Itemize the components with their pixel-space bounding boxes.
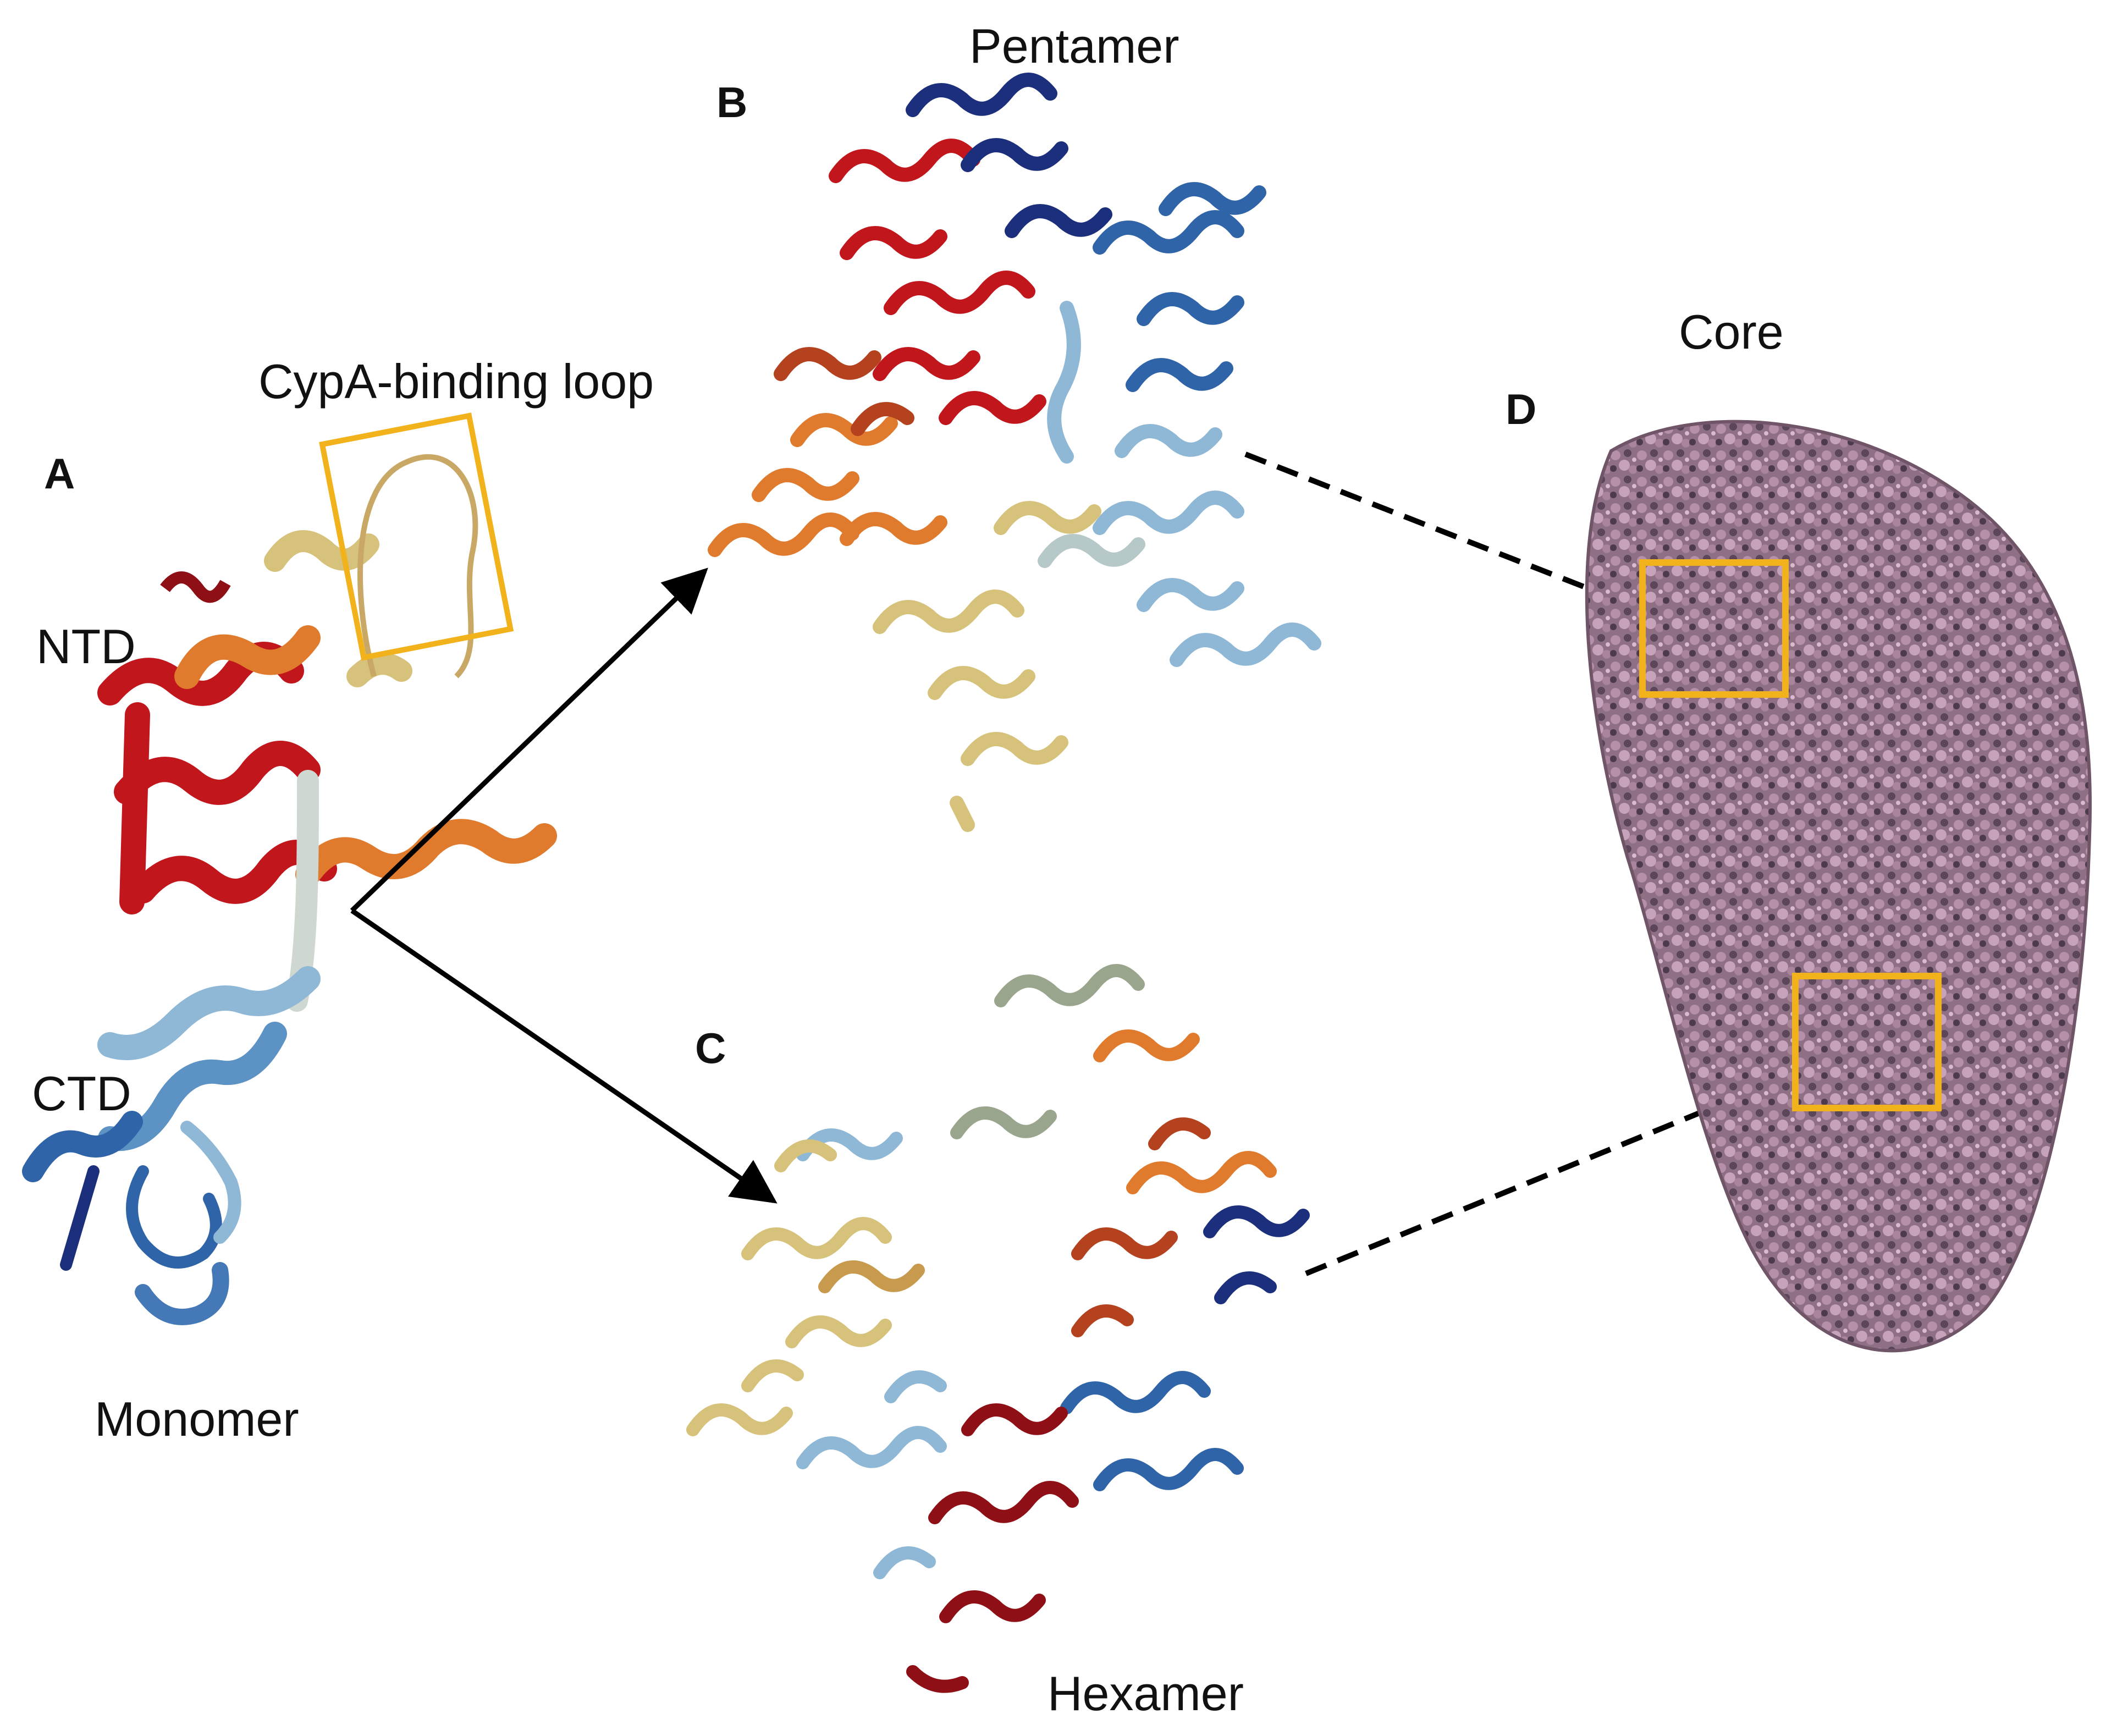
hexamer-subunit-brick: [1071, 1117, 1211, 1337]
pentamer-subunit-blue: [1093, 182, 1266, 392]
arrow-to-hexamer: [350, 908, 778, 1204]
ctd-label: CTD: [32, 1066, 131, 1121]
pentamer-subunit-orange: [708, 413, 947, 557]
ntd-tan-helices: [264, 530, 412, 687]
capsid-core: [1585, 420, 2092, 1353]
core-pentamer-highlight-box: [1639, 559, 1789, 698]
pentamer-structure: [708, 73, 1321, 832]
core-hexamer-highlight-box: [1792, 973, 1942, 1111]
hexamer-subunit-navy: [1203, 1205, 1310, 1304]
hexamer-subunit-grey-green: [950, 964, 1145, 1139]
panel-b-letter: B: [716, 78, 748, 126]
pentamer-subunit-tan: [873, 501, 1101, 832]
hexamer-subunit-orange: [1093, 1029, 1277, 1194]
ntd-tip-helix: [160, 571, 231, 603]
hexamer-subunit-dark-red: [906, 1403, 1079, 1693]
assembly-arrows: [350, 567, 778, 1204]
hexamer-structure: [686, 964, 1310, 1693]
ntd-orange-helices: [174, 625, 557, 887]
pentamer-subunit-light-blue: [1047, 301, 1321, 667]
pentamer-subunit-pale: [1038, 534, 1145, 568]
pentamer-label: Pentamer: [969, 19, 1179, 73]
arrow-to-pentamer: [350, 567, 708, 913]
hexamer-label: Hexamer: [1048, 1666, 1244, 1721]
monomer-label: Monomer: [95, 1392, 299, 1446]
hexamer-subunit-light-blue: [796, 1128, 947, 1579]
hexamer-subunit-tan: [686, 1139, 892, 1436]
ntd-helices: [97, 642, 337, 914]
cypa-binding-loop-strand: [357, 454, 478, 679]
panel-d-letter: D: [1506, 385, 1537, 433]
hexamer-subunit-blue: [1060, 1371, 1244, 1491]
pentamer-subunit-brick: [774, 347, 914, 436]
hexamer-subunit-tan-orange: [818, 1260, 925, 1293]
ntd-label: NTD: [36, 619, 136, 674]
cypa-loop-highlight-box: [319, 412, 514, 661]
ctd-helices: [22, 966, 321, 1325]
panel-c-letter: C: [695, 1024, 726, 1072]
cypa-loop-label: CypA-binding loop: [258, 354, 654, 409]
pentamer-subunit-red: [829, 139, 1046, 425]
monomer-structure: [22, 454, 557, 1325]
panel-a-letter: A: [44, 449, 75, 498]
core-label: Core: [1679, 305, 1784, 359]
pentamer-subunit-navy: [906, 73, 1112, 238]
